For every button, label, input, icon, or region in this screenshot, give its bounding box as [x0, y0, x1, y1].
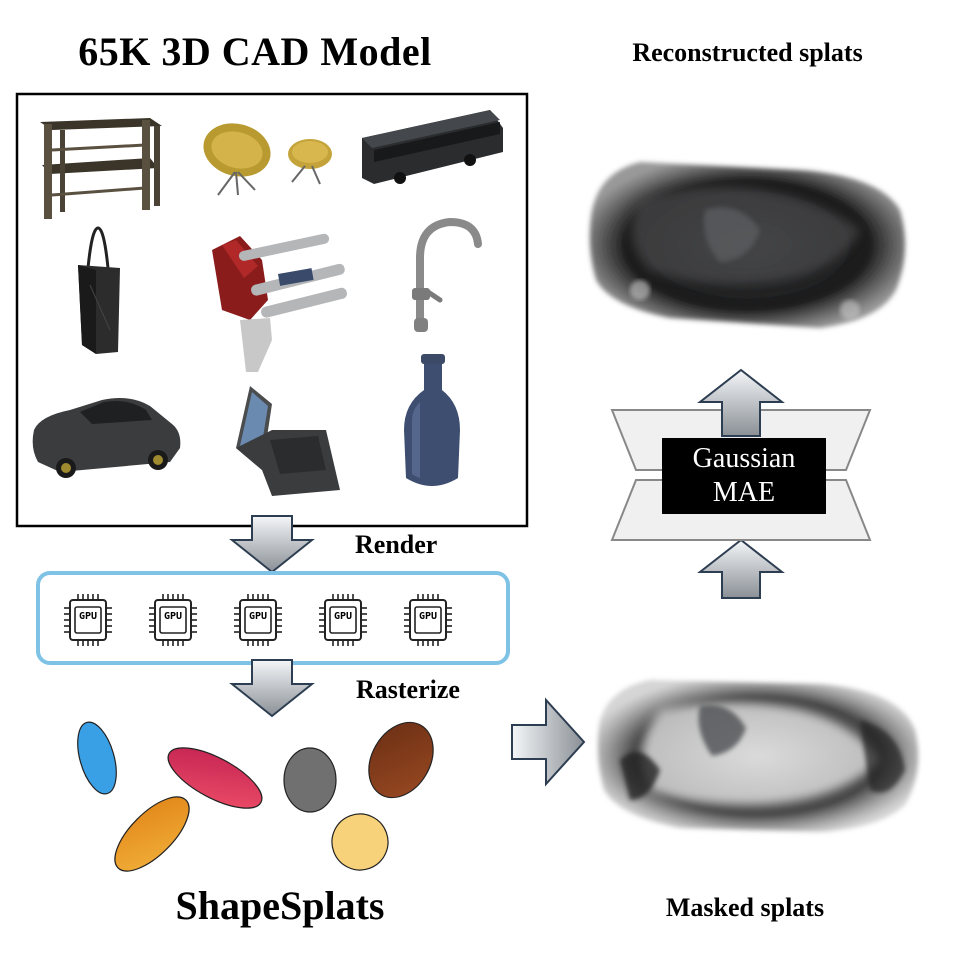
splat-gray	[283, 747, 337, 813]
gpu-chips-svg	[64, 594, 452, 646]
render-label: Render	[355, 530, 438, 559]
machine-model	[212, 233, 347, 372]
gpu-chip-icon	[64, 594, 112, 646]
gaussian-mae-label-box: Gaussian MAE	[662, 438, 826, 514]
gaussian-mae-line1: Gaussian	[692, 443, 796, 474]
rasterize-label: Rasterize	[356, 675, 460, 704]
gpu-chip-label: GPU	[163, 611, 183, 622]
gpu-chip-label: GPU	[248, 611, 268, 622]
gpu-chip-label: GPU	[418, 611, 438, 622]
reconstructed-splats-image	[589, 162, 906, 328]
masked-splats-title: Masked splats	[665, 893, 825, 922]
splat-blue	[77, 721, 117, 795]
bag-model	[78, 226, 120, 354]
gaussian-mae-line2: MAE	[712, 477, 776, 508]
gpu-chip-icon	[319, 594, 367, 646]
gpu-row: GPU GPU GPU GPU GPU	[60, 590, 500, 650]
car-model	[32, 398, 181, 478]
laptop-model	[236, 386, 340, 496]
bottle-model	[404, 354, 460, 486]
bus-model	[362, 110, 503, 184]
output-arrow-up	[697, 368, 785, 437]
faucet-model	[412, 217, 482, 332]
gpu-chip-label: GPU	[78, 611, 98, 622]
gpu-chip-icon	[149, 594, 197, 646]
input-arrow-up	[697, 538, 785, 599]
gpu-chip-icon	[234, 594, 282, 646]
splat-pink	[167, 747, 263, 809]
gpu-chip-label: GPU	[333, 611, 353, 622]
bunk-bed-model	[40, 118, 162, 219]
splat-yellow	[331, 813, 389, 871]
cad-model-title: 65K 3D CAD Model	[78, 29, 432, 74]
shapesplats-title: ShapeSplats	[175, 883, 385, 928]
rasterize-arrow	[229, 659, 315, 718]
gpu-chip-icon	[404, 594, 452, 646]
splat-orange	[114, 796, 190, 872]
masked-splats-image	[597, 680, 919, 832]
splat-brown	[368, 721, 434, 799]
reconstructed-splats-title: Reconstructed splats	[632, 38, 863, 67]
to-masked-arrow	[511, 697, 586, 787]
render-arrow	[229, 515, 315, 574]
chairs-model	[203, 123, 332, 196]
